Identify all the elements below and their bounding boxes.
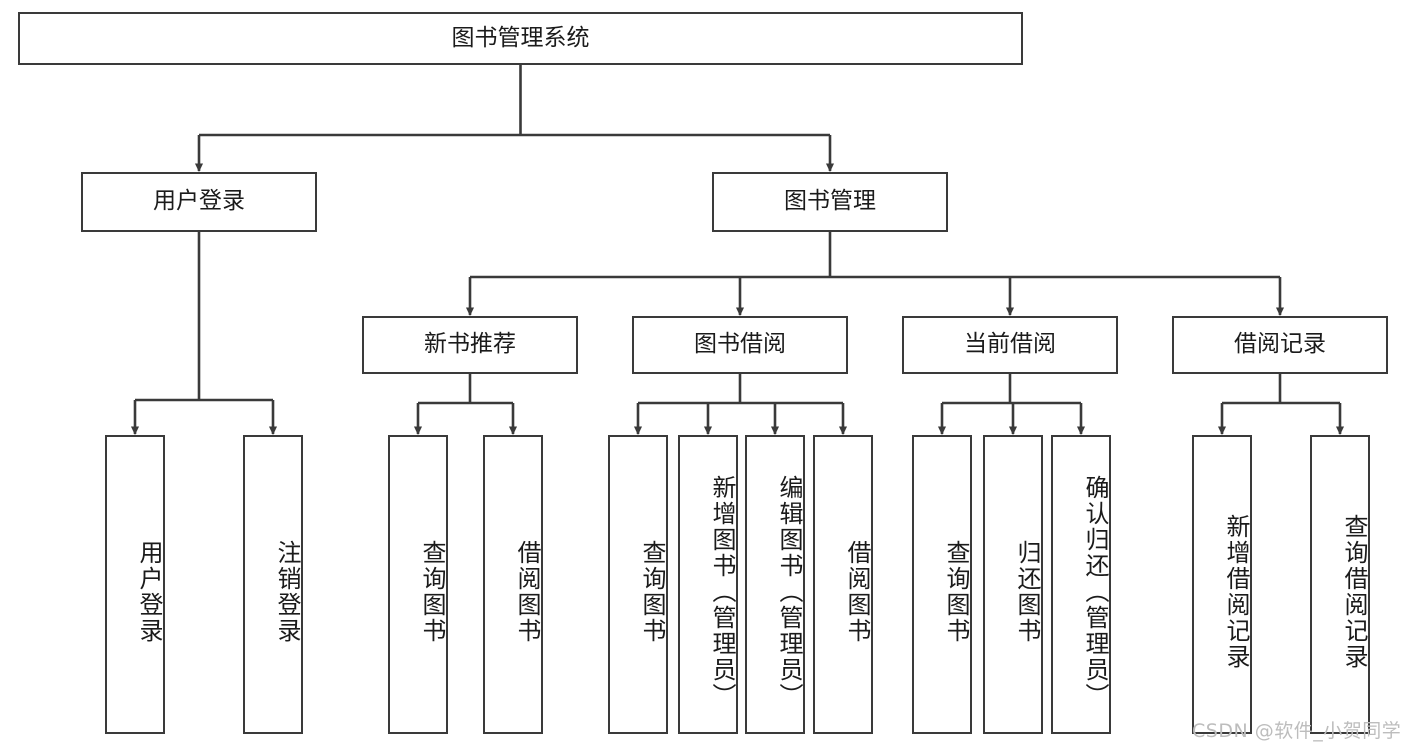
node-label: 图书借阅 xyxy=(694,331,786,358)
node-label: 查询图书 xyxy=(942,539,970,644)
node-leaf3[interactable]: 查询图书 xyxy=(388,435,448,734)
node-leaf13[interactable]: 查询借阅记录 xyxy=(1310,435,1370,734)
node-leaf1[interactable]: 用户登录 xyxy=(105,435,165,734)
edge-group xyxy=(130,65,1345,436)
node-label: 查询借阅记录 xyxy=(1340,513,1368,670)
node-leaf12[interactable]: 新增借阅记录 xyxy=(1192,435,1252,734)
node-label: 编辑图书（管理员） xyxy=(775,474,803,709)
node-label: 新书推荐 xyxy=(424,331,516,358)
node-label: 当前借阅 xyxy=(964,331,1056,358)
node-label: 查询图书 xyxy=(638,539,666,644)
node-label: 注销登录 xyxy=(273,539,301,644)
node-label: 用户登录 xyxy=(153,188,245,215)
node-l2c[interactable]: 当前借阅 xyxy=(902,316,1118,374)
node-label: 确认归还（管理员） xyxy=(1081,474,1109,709)
node-label: 图书管理系统 xyxy=(451,24,590,51)
node-label: 借阅图书 xyxy=(843,539,871,644)
node-leaf10[interactable]: 归还图书 xyxy=(983,435,1043,734)
node-label: 借阅图书 xyxy=(513,539,541,644)
node-l2b[interactable]: 图书借阅 xyxy=(632,316,848,374)
node-leaf5[interactable]: 查询图书 xyxy=(608,435,668,734)
node-leaf4[interactable]: 借阅图书 xyxy=(483,435,543,734)
node-label: 借阅记录 xyxy=(1234,331,1326,358)
node-label: 用户登录 xyxy=(135,539,163,644)
node-label: 新增图书（管理员） xyxy=(708,474,736,709)
watermark: CSDN @软件_小贺同学 xyxy=(1192,720,1402,742)
node-root[interactable]: 图书管理系统 xyxy=(18,12,1023,65)
node-leaf9[interactable]: 查询图书 xyxy=(912,435,972,734)
node-leaf6[interactable]: 新增图书（管理员） xyxy=(678,435,738,734)
node-l2a[interactable]: 新书推荐 xyxy=(362,316,578,374)
node-label: 图书管理 xyxy=(784,188,876,215)
node-leaf11[interactable]: 确认归还（管理员） xyxy=(1051,435,1111,734)
node-leaf8[interactable]: 借阅图书 xyxy=(813,435,873,734)
node-l2d[interactable]: 借阅记录 xyxy=(1172,316,1388,374)
node-l1a[interactable]: 用户登录 xyxy=(81,172,317,232)
node-leaf7[interactable]: 编辑图书（管理员） xyxy=(745,435,805,734)
node-l1b[interactable]: 图书管理 xyxy=(712,172,948,232)
node-label: 新增借阅记录 xyxy=(1222,513,1250,670)
node-label: 查询图书 xyxy=(418,539,446,644)
node-leaf2[interactable]: 注销登录 xyxy=(243,435,303,734)
node-label: 归还图书 xyxy=(1013,539,1041,644)
